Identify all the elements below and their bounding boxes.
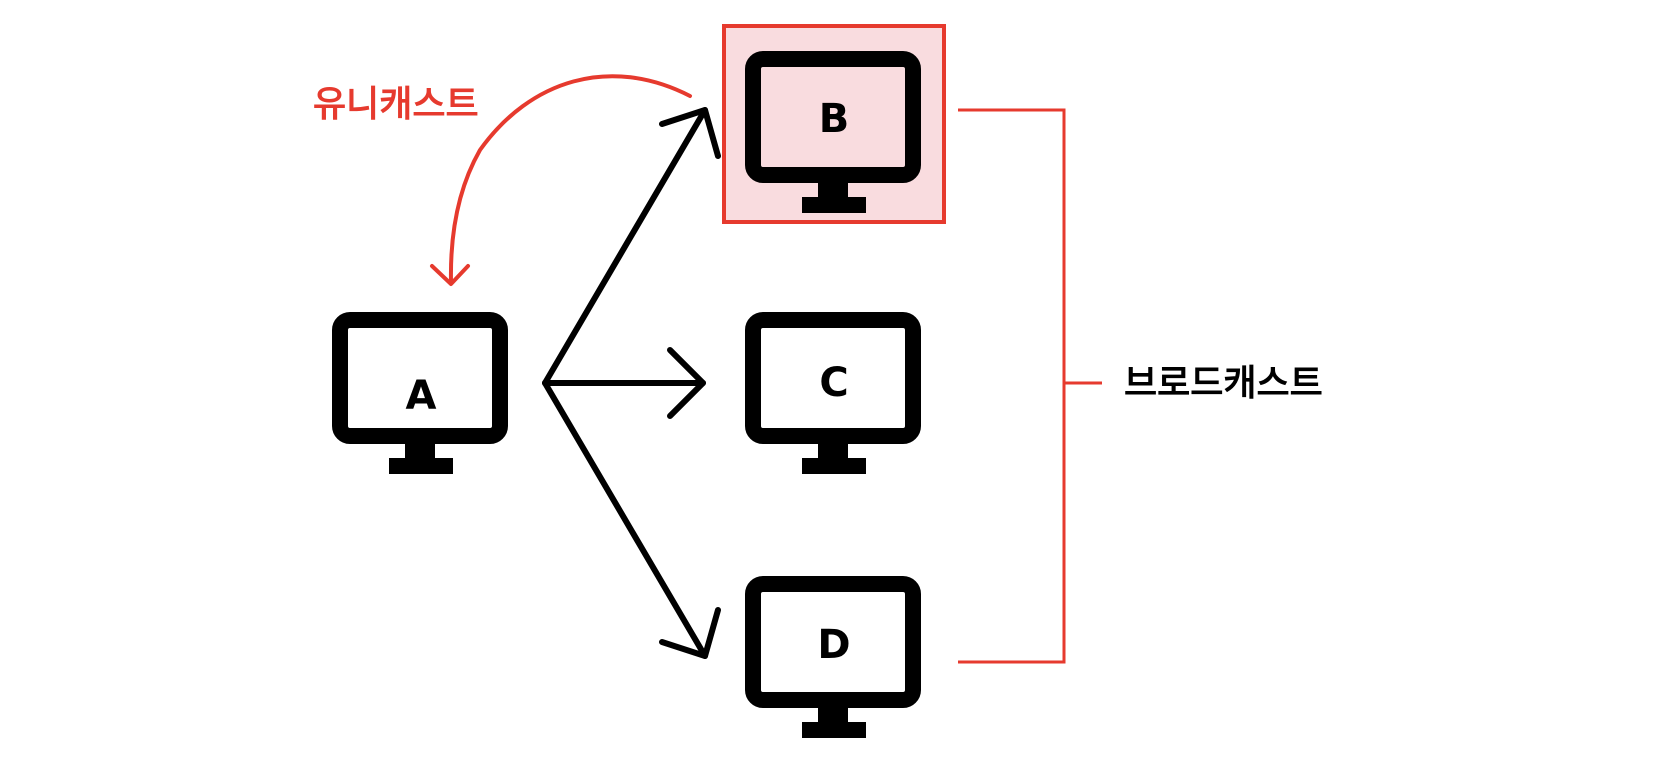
arrowhead-to-b-icon <box>659 107 721 159</box>
monitor-a-label: A <box>406 373 437 419</box>
edge-a-to-b <box>542 107 708 386</box>
connection-arrows <box>542 107 721 659</box>
monitor-a: A <box>332 312 508 474</box>
monitor-d-label: D <box>817 622 850 668</box>
monitor-c-label: C <box>819 360 848 406</box>
monitor-b: B <box>745 51 921 213</box>
broadcast-label: 브로드캐스트 <box>1124 363 1323 404</box>
edge-a-to-d <box>542 380 708 659</box>
monitor-b-label: B <box>819 96 850 142</box>
arrowhead-to-c-icon <box>667 347 706 419</box>
unicast-label: 유니캐스트 <box>313 84 479 125</box>
broadcast-bracket <box>958 108 1102 664</box>
unicast-arrow <box>430 74 692 286</box>
arrowhead-to-d-icon <box>659 607 721 659</box>
monitor-d: D <box>745 576 921 738</box>
monitor-c: C <box>745 312 921 474</box>
